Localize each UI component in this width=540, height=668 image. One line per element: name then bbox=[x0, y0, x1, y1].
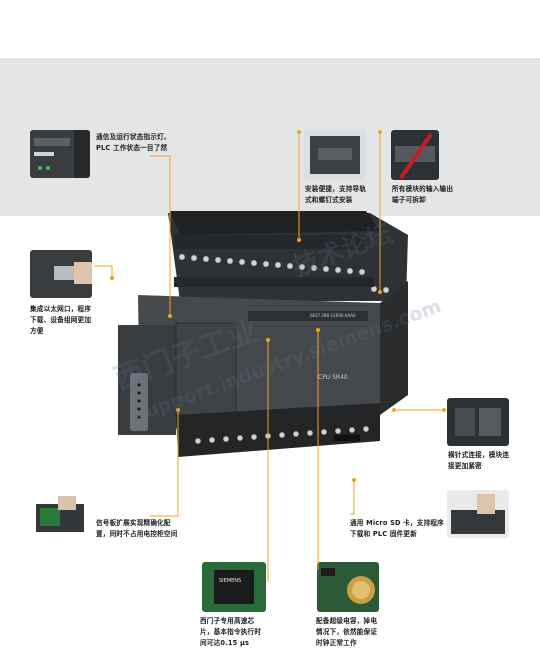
cpu-model-label: CPU SR40 bbox=[318, 374, 348, 381]
caption-terminals: 所有模块的输入输出 端子可拆卸 bbox=[392, 185, 454, 204]
expansion-connector-photo bbox=[447, 398, 509, 446]
capacitor-photo bbox=[317, 562, 379, 612]
removable-terminal-photo bbox=[391, 130, 439, 180]
caption-led: 通信及运行状态指示灯, PLC 工作状态一目了然 bbox=[96, 133, 168, 152]
caption-ethernet: 集成以太网口，程序 下载、设备组网更加 方便 bbox=[30, 305, 92, 335]
caption-install: 安装便捷，支持导轨 式和螺钉式安装 bbox=[305, 185, 367, 204]
caption-sd-card: 通用 Micro SD 卡，支持程序 下载和 PLC 固件更新 bbox=[350, 519, 444, 538]
caption-signal-board: 信号板扩展实现精确化配 置，同时不占用电控柜空间 bbox=[96, 519, 178, 538]
ethernet-port-photo bbox=[30, 250, 92, 298]
chip-brand-label: SIEMENS bbox=[219, 578, 241, 584]
background-band bbox=[0, 58, 540, 216]
led-indicator-photo bbox=[30, 130, 90, 178]
caption-capacitor: 配备超级电容，掉电 情况下，依然能保证 时钟正常工作 bbox=[316, 617, 378, 647]
caption-expansion: 横针式连接，模块连 接更加紧密 bbox=[448, 451, 510, 470]
signal-board-photo bbox=[30, 492, 90, 540]
din-rail-install-photo bbox=[304, 130, 366, 180]
caption-chip: 西门子专用高速芯 片，基本指令执行时 间可达0.15 μs bbox=[200, 617, 262, 647]
order-number-label: 6ES7 288-1SR40-0AA0 bbox=[310, 313, 356, 318]
chip-photo: SIEMENS bbox=[202, 562, 266, 612]
micro-sd-photo bbox=[447, 490, 509, 538]
